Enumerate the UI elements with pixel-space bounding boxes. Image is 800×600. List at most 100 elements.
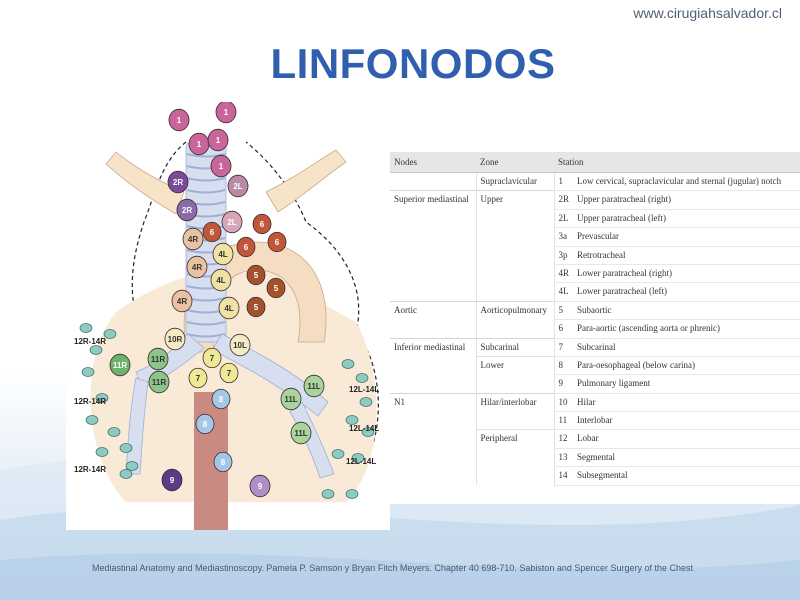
lymph-node-1: 1 <box>210 154 232 178</box>
lymph-node-5: 5 <box>246 264 266 286</box>
cell-zone <box>476 374 555 394</box>
cell-desc: Upper paratracheal (right) <box>573 190 800 210</box>
cell-num: 14 <box>554 466 574 486</box>
lymph-node-11r: 11R <box>148 370 170 394</box>
side-labels: 12R-14R12R-14R12R-14R12L-14L12L-14L12L-1… <box>74 337 379 474</box>
side-label-12r-14r: 12R-14R <box>74 465 106 474</box>
cell-zone <box>476 209 555 228</box>
bronchial-node-mark <box>345 489 359 499</box>
cell-zone <box>476 319 555 339</box>
lymph-node-circle <box>227 174 249 198</box>
lymph-node-9: 9 <box>249 474 271 498</box>
lymph-node-label: 11L <box>294 429 307 438</box>
lymph-node-11r: 11R <box>109 353 131 377</box>
bronchial-node-mark <box>321 489 335 499</box>
lymph-node-8: 8 <box>211 388 231 410</box>
cell-zone: Lower <box>476 355 555 375</box>
lymph-node-label: 11R <box>152 378 166 387</box>
cell-nodes <box>390 374 477 394</box>
cell-nodes <box>390 246 477 265</box>
lymph-node-circle <box>210 268 232 292</box>
cell-desc: Segmental <box>573 448 800 468</box>
lymph-node-2r: 2R <box>167 170 189 194</box>
lymph-node-circle <box>280 387 302 411</box>
cell-nodes <box>390 411 477 430</box>
lymph-node-circle <box>303 374 325 398</box>
lymph-node-label: 10L <box>233 341 247 350</box>
lymph-node-label: 10R <box>168 335 183 344</box>
cell-desc: Lower paratracheal (left) <box>573 282 800 302</box>
bronchial-node-mark <box>95 447 109 457</box>
side-label-12l-14l: 12L-14L <box>349 385 379 394</box>
lymph-node-circle <box>109 353 131 377</box>
lymph-node-11r: 11R <box>147 347 169 371</box>
lymph-node-circle <box>210 154 232 178</box>
cell-num: 12 <box>554 429 574 449</box>
lymph-node-circle <box>218 296 240 320</box>
lymph-node-label: 1 <box>219 162 224 171</box>
cell-nodes: Aortic <box>390 300 477 320</box>
lymph-node-circle <box>267 231 287 253</box>
trachea-ring <box>186 321 226 326</box>
cell-nodes <box>390 356 477 375</box>
cell-nodes <box>390 319 477 339</box>
lymph-node-circle <box>221 210 243 234</box>
trachea-ring <box>186 177 226 182</box>
lymph-node-label: 2L <box>227 218 236 227</box>
cell-zone <box>476 448 555 467</box>
cell-zone <box>476 411 555 430</box>
lymph-node-circle <box>219 362 239 384</box>
lymph-node-label: 2R <box>182 206 192 215</box>
lymph-node-label: 4R <box>188 235 198 244</box>
bronchial-node-mark <box>81 367 95 377</box>
cell-desc: Hilar <box>573 392 800 413</box>
cell-num: 10 <box>554 392 574 413</box>
bronchial-node-mark <box>345 415 359 425</box>
bronchial-node-mark <box>331 449 345 459</box>
lymph-node-6: 6 <box>236 236 256 258</box>
cell-desc: Subcarinal <box>573 337 800 357</box>
side-label-12l-14l: 12L-14L <box>349 424 379 433</box>
lymph-node-circle <box>212 242 234 266</box>
cell-nodes: N1 <box>390 392 477 412</box>
lymph-node-4r: 4R <box>186 255 208 279</box>
side-label-12r-14r: 12R-14R <box>74 397 106 406</box>
lymph-node-circle <box>211 388 231 410</box>
cell-desc: Upper paratracheal (left) <box>573 209 800 229</box>
lymph-node-circle <box>202 221 222 243</box>
cell-zone <box>476 227 555 247</box>
bronchial-node-mark <box>95 393 109 403</box>
lymph-node-label: 9 <box>258 482 263 491</box>
lymph-node-4r: 4R <box>171 289 193 313</box>
cell-zone <box>476 246 555 265</box>
cell-nodes <box>390 466 477 486</box>
bronchial-node-mark <box>103 329 117 339</box>
cell-nodes <box>390 429 477 449</box>
cell-num: 7 <box>554 337 574 357</box>
lymph-node-label: 6 <box>244 243 249 252</box>
bronchial-node-mark <box>85 415 99 425</box>
cell-num: 9 <box>554 374 574 394</box>
bronchial-node-mark <box>359 397 373 407</box>
cell-num: 2R <box>554 190 574 210</box>
cell-zone: Hilar/interlobar <box>476 392 555 412</box>
lymph-node-4l: 4L <box>210 268 232 292</box>
lymph-node-circle <box>252 213 272 235</box>
lymph-node-6: 6 <box>202 221 222 243</box>
cell-zone <box>476 264 555 283</box>
lymph-node-label: 6 <box>260 220 265 229</box>
bronchial-node-mark <box>125 461 139 471</box>
cell-num: 11 <box>554 411 574 431</box>
cell-nodes: Superior mediastinal <box>390 190 477 210</box>
